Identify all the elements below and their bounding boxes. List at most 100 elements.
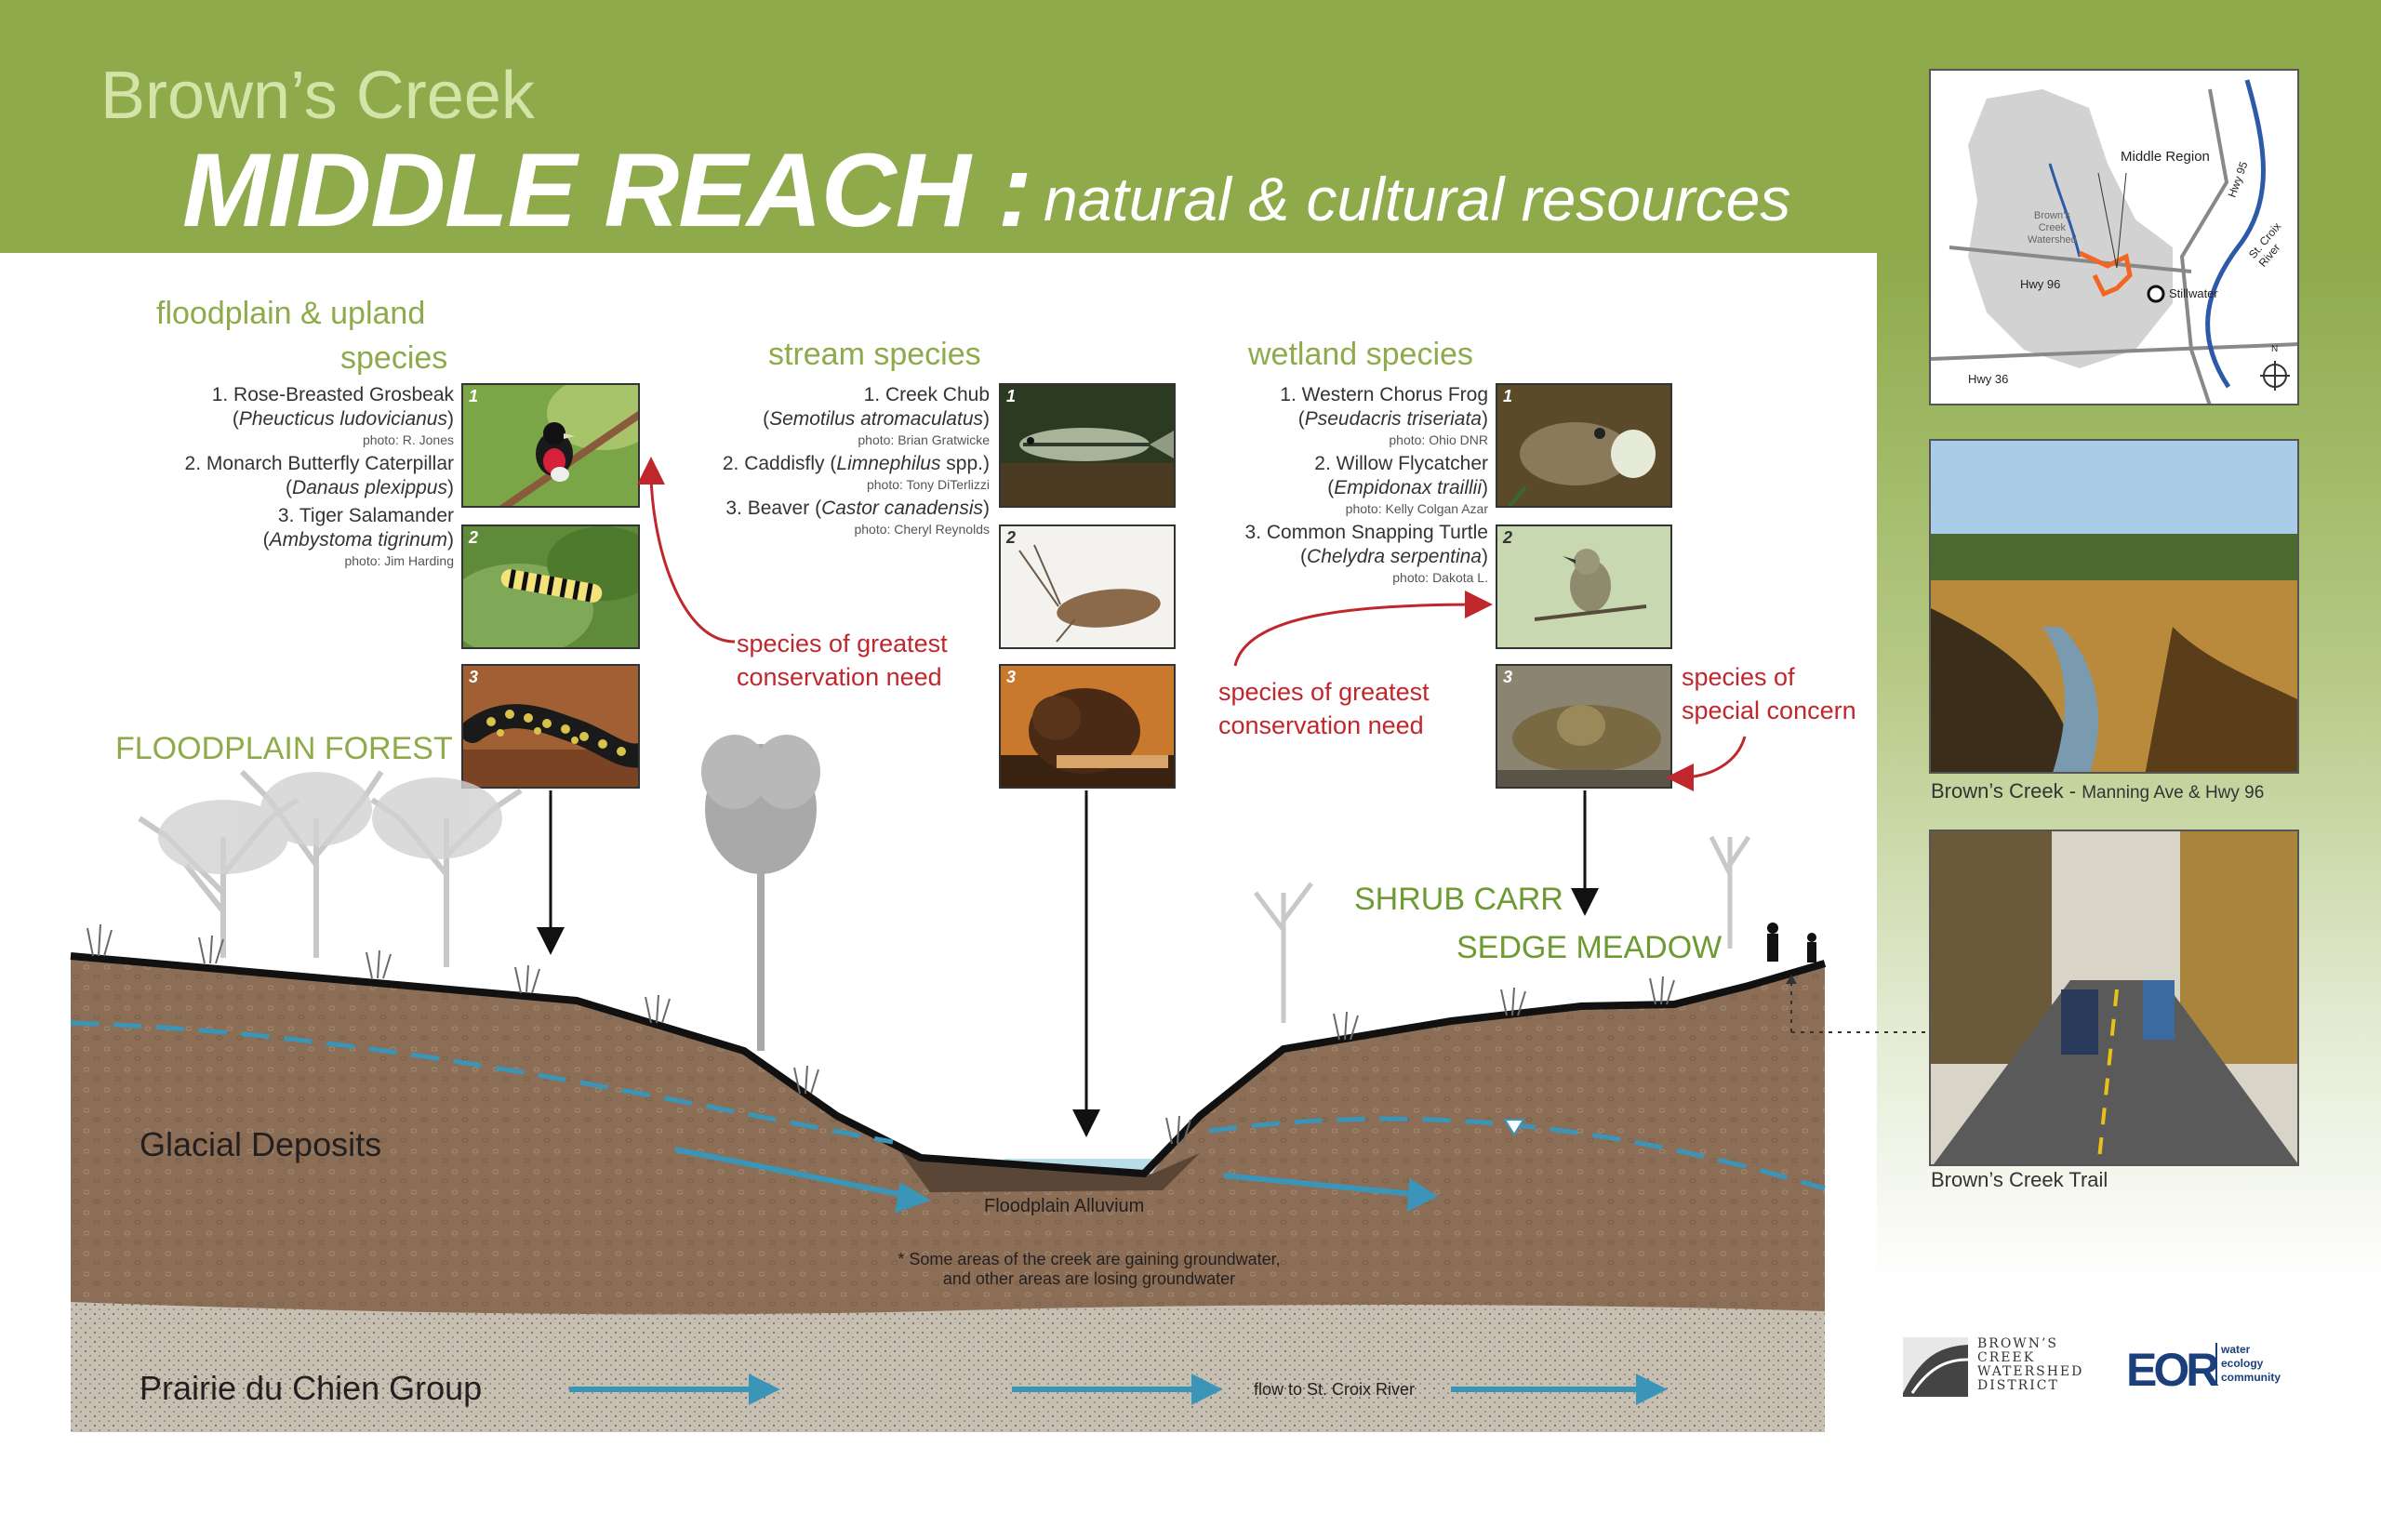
page-subtitle: natural & cultural resources (1044, 165, 1791, 233)
trail-photo-caption: Brown’s Creek Trail (1931, 1168, 2108, 1191)
watershed-label: Brown’s Creek Watershed (2028, 210, 2077, 246)
middle-region-label: Middle Region (2121, 149, 2210, 165)
species-name: 2. Willow Flycatcher (1314, 453, 1488, 474)
photo-credit: photo: Jim Harding (344, 553, 454, 568)
trail-photo (1929, 830, 2299, 1166)
callout-arrows (637, 457, 1747, 791)
grosbeak-illustration (463, 385, 638, 506)
wetland-conservation-callout: species of greatest conservation need (1218, 675, 1430, 742)
bedrock-layer (71, 1302, 1825, 1432)
photo-number: 3 (1006, 668, 1017, 686)
floodplain-heading: floodplain & upland (156, 296, 426, 331)
hwy36-label: Hwy 36 (1968, 372, 2009, 386)
floodplain-alluvium (893, 1142, 1200, 1192)
photo-number: 3 (1503, 668, 1513, 686)
photo-number: 1 (469, 387, 479, 405)
beaver-photo: 3 (999, 664, 1176, 789)
caterpillar-photo: 2 (461, 524, 640, 649)
photo-number: 2 (1503, 528, 1513, 547)
floodplain-tree-canopies (158, 772, 502, 874)
scientific-name: Ambystoma tigrinum (269, 529, 447, 551)
salamander-illustration (463, 666, 638, 787)
scientific-name: Danaus plexippus (292, 477, 447, 498)
flycatcher-illustration (1497, 526, 1670, 647)
shrub-carr-trees (1254, 835, 1751, 1023)
scientific-name: Pseudacris triseriata (1304, 408, 1482, 430)
caterpillar-illustration (463, 526, 638, 647)
floodplain-species-list: 1. Rose-Breasted Grosbeak (Pheucticus lu… (26, 383, 454, 573)
photo-credit: photo: Tony DiTerlizzi (866, 477, 990, 492)
locator-map-graphic (1931, 71, 2297, 404)
page-title: MIDDLE REACH : (182, 132, 1032, 248)
water-table-marker (1503, 1119, 1525, 1136)
creek-photo-caption: Brown’s Creek - Manning Ave & Hwy 96 (1931, 779, 2265, 803)
salamander-photo: 3 (461, 664, 640, 789)
grass-tufts (86, 923, 1675, 1145)
hwy96-label: Hwy 96 (2020, 277, 2061, 291)
photo-number: 1 (1006, 387, 1017, 405)
callout-line: species of greatest (737, 630, 948, 657)
beaver-illustration (1001, 666, 1174, 787)
photo-credit: photo: Cheryl Reynolds (854, 522, 990, 537)
title-line-1: Brown’s Creek (100, 59, 535, 133)
scientific-name: Chelydra serpentina (1307, 546, 1482, 567)
glacial-deposits-layer (71, 956, 1825, 1321)
grosbeak-photo: 1 (461, 383, 640, 508)
locator-map: Middle Region Brown’s Creek Watershed Hw… (1929, 69, 2299, 405)
floodplain-forest-label: FLOODPLAIN FOREST (115, 731, 453, 766)
callout-line: special concern (1682, 697, 1856, 724)
north-label: N (2271, 344, 2279, 354)
photo-credit: photo: Kelly Colgan Azar (1345, 501, 1488, 516)
eor-tagline: water ecology community (2215, 1343, 2281, 1385)
photo-number: 1 (1503, 387, 1513, 405)
photo-pointer-lines (537, 790, 1599, 1137)
floodplain-conservation-callout: species of greatest conservation need (737, 627, 948, 694)
callout-line: conservation need (1218, 711, 1424, 739)
stillwater-label: Stillwater (2169, 286, 2218, 300)
sedge-meadow-label: SEDGE MEADOW (1457, 930, 1723, 965)
creek-chub-photo: 1 (999, 383, 1176, 508)
scientific-name: Limnephilus (836, 453, 941, 474)
prairie-du-chien-label: Prairie du Chien Group (140, 1369, 483, 1407)
species-name: 3. Tiger Salamander (277, 505, 454, 526)
chorus-frog-illustration (1497, 385, 1670, 506)
wetland-species-list: 1. Western Chorus Frog (Pseudacris trise… (1097, 383, 1488, 590)
species-name: 1. Rose-Breasted Grosbeak (211, 384, 454, 405)
stream-heading: stream species (768, 337, 981, 372)
photo-credit: photo: Ohio DNR (1389, 432, 1488, 447)
trail-connector (1786, 975, 1931, 1033)
people-silhouettes (1767, 923, 1816, 962)
eor-logo-text: EOR (2126, 1344, 2219, 1396)
creek-photo-illustration (1931, 441, 2297, 772)
creek-photo (1929, 439, 2299, 774)
snapping-turtle-illustration (1497, 666, 1670, 787)
photo-credit: photo: Dakota L. (1392, 570, 1488, 585)
wetland-heading: wetland species (1248, 337, 1473, 372)
riparian-tree (701, 735, 820, 1051)
alluvium-label: Floodplain Alluvium (984, 1196, 1145, 1216)
callout-line: species of (1682, 663, 1795, 691)
photo-number: 2 (1006, 528, 1017, 547)
creek-chub-illustration (1001, 385, 1174, 506)
species-name: 3. Common Snapping Turtle (1244, 522, 1488, 543)
flow-label: flow to St. Croix River (1254, 1380, 1416, 1399)
glacial-deposits-label: Glacial Deposits (140, 1125, 382, 1163)
photo-credit: photo: R. Jones (362, 432, 454, 447)
snapping-turtle-photo: 3 (1496, 664, 1672, 789)
scientific-name: Empidonax traillii (1334, 477, 1482, 498)
caddisfly-photo: 2 (999, 524, 1176, 649)
bcwd-logo: BROWN’S CREEK WATERSHED DISTRICT (1903, 1337, 2089, 1397)
species-name: 1. Creek Chub (863, 384, 990, 405)
stream-species-list: 1. Creek Chub (Semotilus atromaculatus) … (599, 383, 990, 541)
species-name: 2. Caddisfly ( (722, 453, 837, 474)
groundwater-flow-arrows (569, 1147, 1668, 1405)
eor-logo: EOR water ecology community (2126, 1343, 2303, 1396)
photo-number: 3 (469, 668, 479, 686)
caddisfly-illustration (1001, 526, 1174, 647)
bcwd-logo-graphic (1903, 1337, 1969, 1397)
scientific-name: Semotilus atromaculatus (769, 408, 983, 430)
scientific-name: Castor canadensis (821, 498, 983, 519)
callout-line: conservation need (737, 663, 942, 691)
bcwd-logo-text: BROWN’S CREEK WATERSHED DISTRICT (1977, 1336, 2084, 1393)
